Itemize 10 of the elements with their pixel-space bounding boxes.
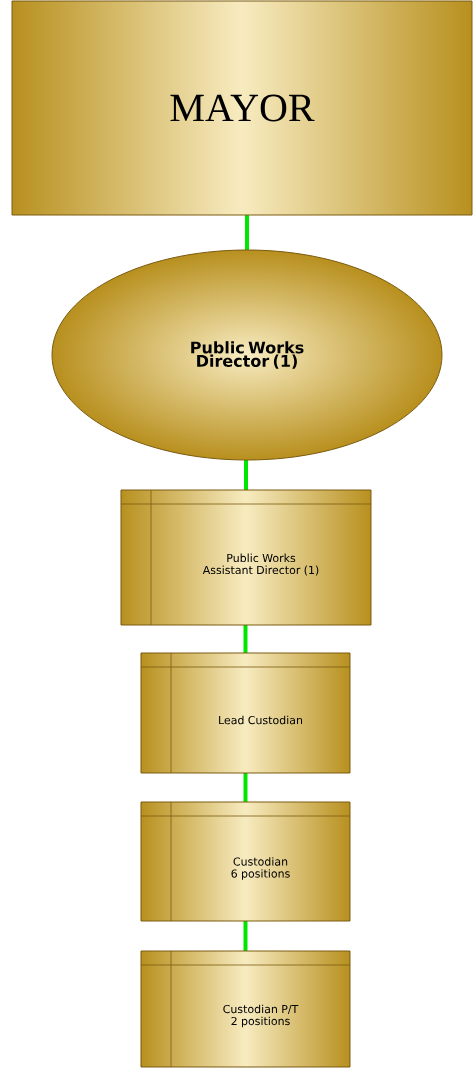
connector-line	[243, 921, 248, 951]
role-box: Public Works Assistant Director (1)	[120, 489, 372, 626]
role-box: Lead Custodian	[140, 652, 351, 774]
title-box: MAYOR	[11, 0, 473, 216]
role-box: Custodian P/T 2 positions	[140, 950, 351, 1068]
connector-line	[245, 215, 249, 250]
connector-line	[243, 773, 248, 802]
connector-line	[243, 625, 248, 653]
connector-line	[244, 460, 248, 490]
role-box: Custodian 6 positions	[140, 801, 351, 922]
